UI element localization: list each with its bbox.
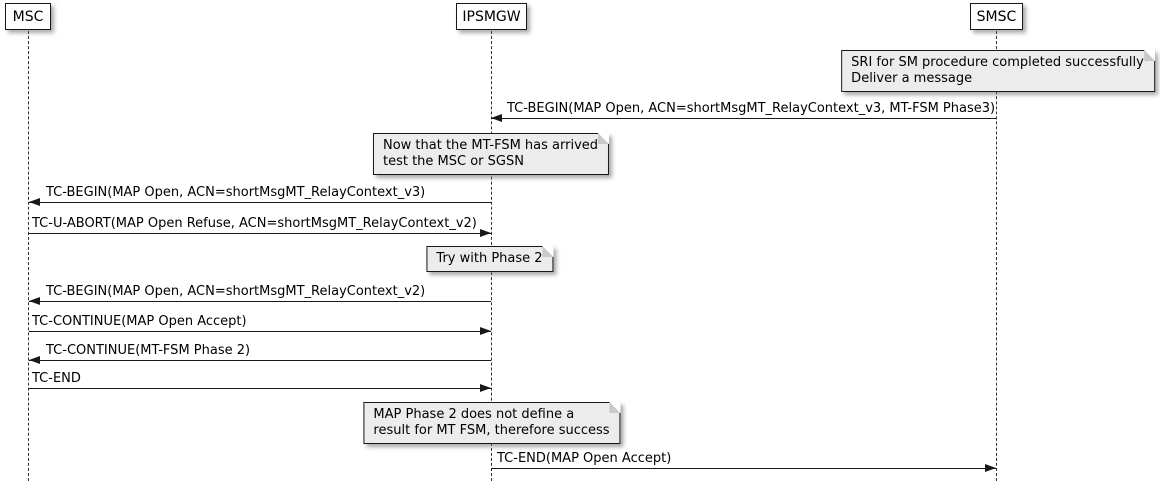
message-line (29, 233, 491, 234)
message-line (29, 388, 491, 389)
note-map-phase2-success: MAP Phase 2 does not define a result for… (363, 402, 621, 444)
message-line (491, 118, 996, 119)
lifeline-msc (28, 31, 29, 481)
message-label: TC-BEGIN(MAP Open, ACN=shortMsgMT_RelayC… (46, 185, 426, 200)
message-line (29, 360, 491, 361)
participant-msc: MSC (5, 3, 51, 30)
participant-smsc: SMSC (970, 3, 1023, 30)
participant-msc-label: MSC (12, 8, 44, 25)
arrowhead-right-icon (480, 229, 491, 237)
arrowhead-left-icon (29, 356, 40, 364)
note-text-line: result for MT FSM, therefore success (373, 423, 610, 438)
arrowhead-left-icon (491, 114, 502, 122)
arrowhead-right-icon (985, 464, 996, 472)
note-try-phase2: Try with Phase 2 (426, 246, 554, 272)
arrowhead-right-icon (480, 384, 491, 392)
note-text-line: SRI for SM procedure completed successfu… (851, 55, 1144, 70)
note-mtfsm-arrived: Now that the MT-FSM has arrived test the… (372, 133, 610, 175)
arrowhead-left-icon (29, 198, 40, 206)
participant-ipsmgw-label: IPSMGW (462, 8, 521, 25)
message-label: TC-BEGIN(MAP Open, ACN=shortMsgMT_RelayC… (46, 284, 426, 299)
note-sri-procedure: SRI for SM procedure completed successfu… (841, 50, 1155, 92)
participant-ipsmgw: IPSMGW (456, 3, 527, 30)
participant-smsc-label: SMSC (976, 8, 1017, 25)
lifeline-smsc (996, 31, 997, 481)
message-label: TC-END(MAP Open Accept) (497, 451, 672, 466)
arrowhead-right-icon (480, 327, 491, 335)
message-line (491, 468, 996, 469)
note-text-line: Try with Phase 2 (436, 251, 543, 266)
message-line (29, 202, 491, 203)
note-text-line: MAP Phase 2 does not define a (373, 407, 575, 422)
note-text-line: Now that the MT-FSM has arrived (382, 138, 599, 153)
message-label: TC-BEGIN(MAP Open, ACN=shortMsgMT_RelayC… (507, 101, 996, 116)
note-text-line: test the MSC or SGSN (382, 154, 524, 169)
message-line (29, 301, 491, 302)
message-label: TC-U-ABORT(MAP Open Refuse, ACN=shortMsg… (32, 216, 477, 231)
note-text-line: Deliver a message (851, 71, 973, 86)
message-label: TC-CONTINUE(MT-FSM Phase 2) (46, 343, 251, 358)
message-label: TC-END (32, 371, 81, 386)
arrowhead-left-icon (29, 297, 40, 305)
message-line (29, 331, 491, 332)
message-label: TC-CONTINUE(MAP Open Accept) (32, 314, 247, 329)
